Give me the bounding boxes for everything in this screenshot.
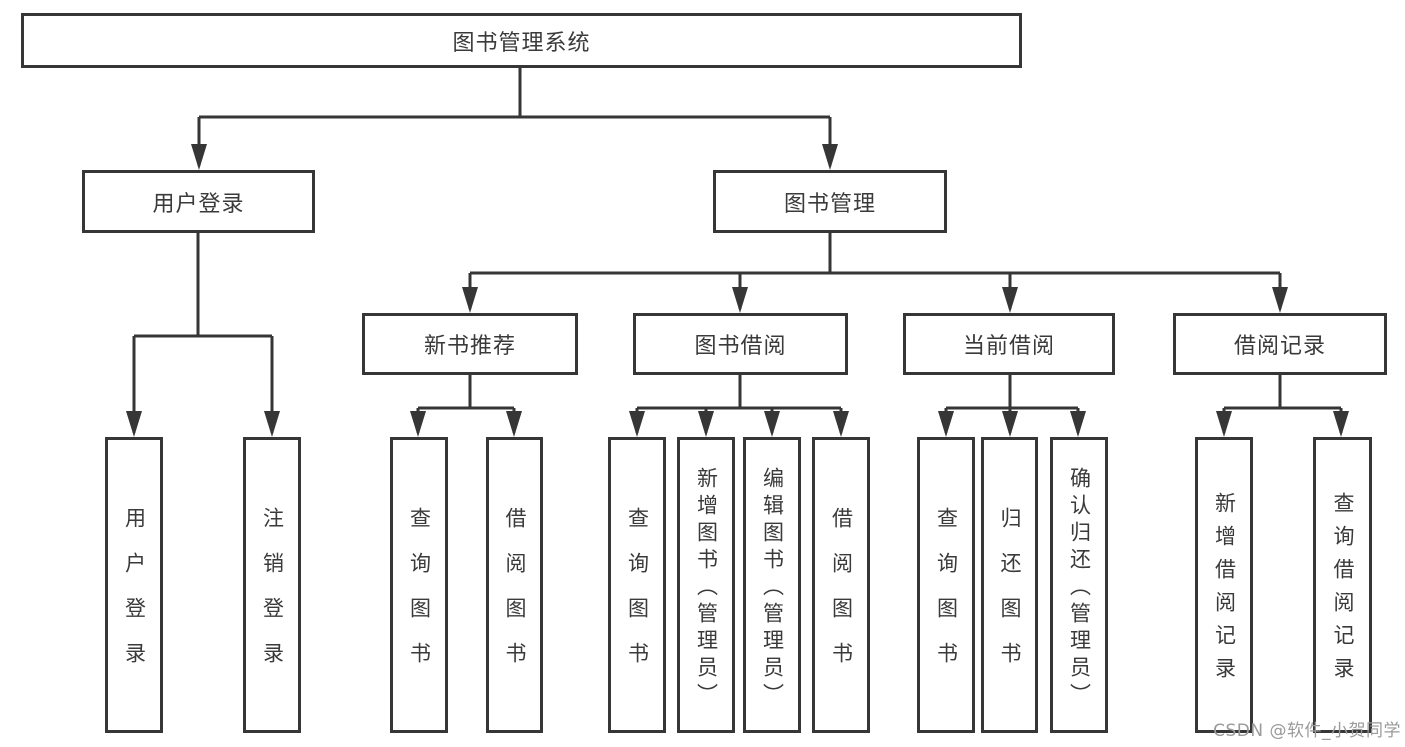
leaf-borrow-edit-books-admin: 编辑图书（管理员）	[743, 437, 801, 733]
node-book-borrow: 图书借阅	[633, 313, 848, 375]
leaf-borrow-edit-books-admin-label: 编辑图书（管理员）	[760, 466, 785, 710]
leaf-user-login-label: 用户登录	[122, 507, 147, 687]
leaf-current-confirm-return-admin: 确认归还（管理员）	[1050, 437, 1108, 733]
leaf-records-query-record-label: 查询借阅记录	[1331, 492, 1355, 690]
leaf-current-return-books-label: 归还图书	[998, 507, 1022, 687]
node-new-book-recommend: 新书推荐	[362, 313, 578, 375]
node-current-borrow-label: 当前借阅	[962, 334, 1055, 359]
csdn-watermark: CSDN @软件_小贺同学	[1213, 721, 1401, 741]
leaf-current-query-books: 查询图书	[917, 437, 975, 733]
leaf-newbooks-query-books-label: 查询图书	[407, 507, 432, 687]
node-borrow-records: 借阅记录	[1173, 313, 1387, 375]
leaf-current-query-books-label: 查询图书	[934, 507, 959, 687]
leaf-logout: 注销登录	[243, 437, 301, 733]
leaf-borrow-add-books-admin-label: 新增图书（管理员）	[694, 466, 719, 710]
node-new-book-recommend-label: 新书推荐	[423, 334, 516, 359]
node-book-management: 图书管理	[713, 170, 947, 233]
leaf-newbooks-borrow-books-label: 借阅图书	[503, 507, 527, 687]
node-current-borrow: 当前借阅	[903, 313, 1115, 375]
leaf-records-add-record-label: 新增借阅记录	[1212, 492, 1237, 690]
leaf-records-add-record: 新增借阅记录	[1195, 437, 1253, 733]
leaf-borrow-query-books: 查询图书	[608, 437, 666, 733]
node-user-login: 用户登录	[82, 170, 315, 233]
leaf-borrow-borrow-books: 借阅图书	[812, 437, 870, 733]
leaf-newbooks-borrow-books: 借阅图书	[486, 437, 543, 733]
leaf-newbooks-query-books: 查询图书	[390, 437, 448, 733]
leaf-records-query-record: 查询借阅记录	[1313, 437, 1372, 733]
node-user-login-label: 用户登录	[152, 191, 245, 217]
node-book-management-label: 图书管理	[783, 191, 876, 217]
node-borrow-records-label: 借阅记录	[1233, 334, 1326, 359]
leaf-current-return-books: 归还图书	[981, 437, 1038, 733]
node-root: 图书管理系统	[21, 13, 1022, 68]
leaf-borrow-borrow-books-label: 借阅图书	[829, 507, 854, 687]
leaf-logout-label: 注销登录	[260, 507, 285, 687]
leaf-user-login: 用户登录	[105, 437, 163, 733]
leaf-current-confirm-return-admin-label: 确认归还（管理员）	[1067, 466, 1092, 710]
leaf-borrow-query-books-label: 查询图书	[625, 507, 650, 687]
leaf-borrow-add-books-admin: 新增图书（管理员）	[677, 437, 735, 733]
node-root-label: 图书管理系统	[452, 30, 591, 56]
node-book-borrow-label: 图书借阅	[694, 334, 787, 359]
